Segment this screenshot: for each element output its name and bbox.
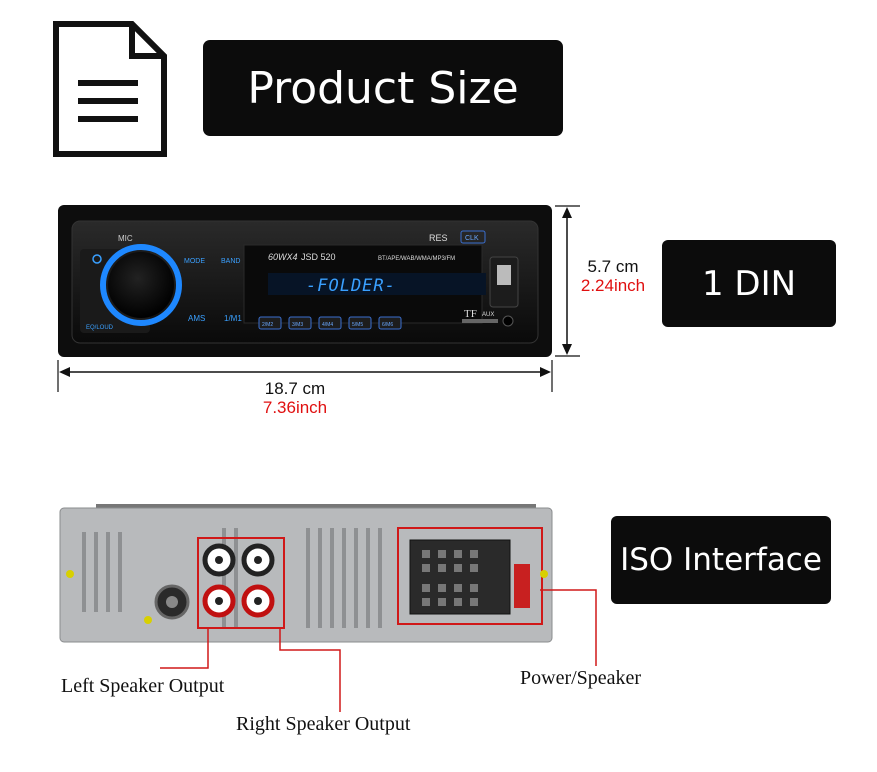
iso-badge: ISO Interface — [611, 516, 831, 604]
left-speaker-caption: Left Speaker Output — [61, 675, 225, 697]
product-size-title: Product Size — [203, 40, 563, 136]
power-icon — [92, 254, 102, 264]
right-speaker-caption: Right Speaker Output — [236, 713, 411, 735]
band-label: BAND — [221, 258, 240, 265]
document-icon — [53, 21, 167, 157]
din-badge: 1 DIN — [662, 240, 836, 327]
power-spec-label: 60WX4 — [268, 252, 298, 262]
mic-label: MIC — [118, 234, 133, 243]
tf-label: TF — [464, 308, 477, 320]
power-speaker-caption: Power/Speaker — [520, 667, 642, 689]
formats-label: BT/APE/WAB/WMA/MP3/FM — [378, 256, 455, 262]
preset-button-label: 3/M3 — [292, 322, 303, 328]
preset-button-label: 6/M6 — [382, 322, 393, 328]
iso-label: ISO Interface — [620, 542, 822, 578]
display-text: -FOLDER- — [306, 276, 396, 296]
height-inch: 2.24inch — [580, 276, 646, 295]
preset-button-label: 4/M4 — [322, 322, 333, 328]
res-label: RES — [429, 233, 448, 243]
din-label: 1 DIN — [701, 263, 797, 304]
radio-rear-panel — [59, 504, 553, 643]
clk-label: CLK — [465, 235, 479, 242]
model-label: JSD 520 — [301, 252, 336, 262]
mode-label: MODE — [184, 258, 205, 265]
width-inch: 7.36inch — [262, 398, 328, 417]
ams-label: AMS — [188, 314, 205, 323]
eq-loud-label: EQ/LOUD — [86, 325, 114, 331]
preset-button-label: 5/M5 — [352, 322, 363, 328]
preset-button-label: 2/M2 — [262, 322, 273, 328]
aux-label: AUX — [482, 312, 494, 318]
fuse — [514, 564, 530, 608]
height-dimension: 5.7 cm 2.24inch — [568, 257, 658, 295]
preset-buttons — [258, 316, 402, 330]
volume-knob[interactable] — [100, 244, 182, 326]
width-cm: 18.7 cm — [264, 379, 326, 398]
radio-front-panel: MIC RES CLK 60WX4 JSD 520 BT/APE/WAB/WMA… — [58, 205, 552, 357]
page-title: Product Size — [247, 62, 519, 114]
height-cm: 5.7 cm — [587, 257, 639, 276]
one-m1-label: 1/M1 — [224, 314, 242, 323]
width-dimension: 18.7 cm 7.36inch — [245, 379, 345, 417]
aux-port[interactable] — [502, 315, 514, 327]
